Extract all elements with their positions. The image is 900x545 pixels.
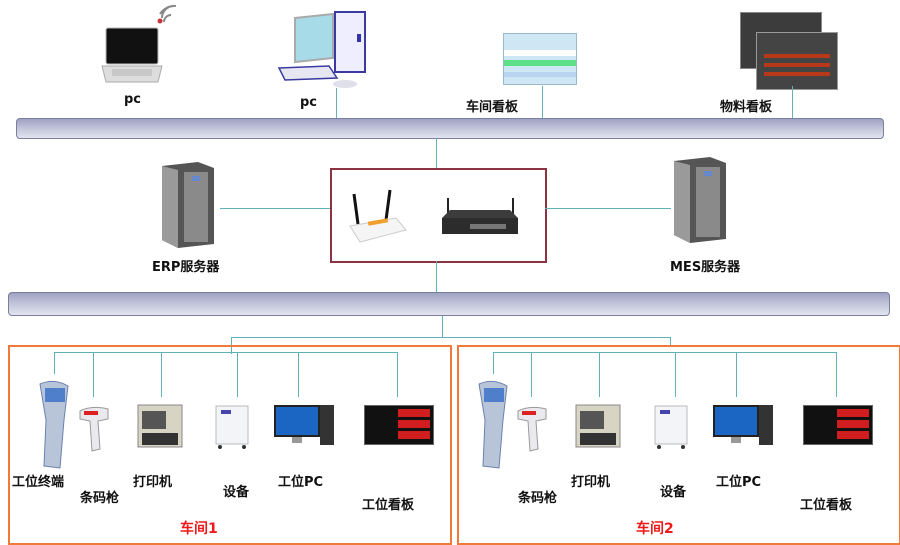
connector-line — [545, 208, 671, 209]
device-label-material-board: 物料看板 — [720, 100, 773, 115]
connector-line — [336, 88, 337, 118]
equipment-cabinet-icon — [215, 405, 249, 449]
connector-line — [736, 352, 737, 397]
connector-line — [670, 337, 671, 346]
connector-line — [298, 352, 299, 397]
network-hub-box — [330, 168, 547, 263]
connector-line — [436, 261, 437, 292]
wireless-router-icon — [349, 189, 407, 243]
server-tower-icon — [674, 157, 726, 243]
label-printer-icon — [137, 404, 183, 448]
desktop-pc-icon — [277, 11, 366, 88]
label-printer-icon — [575, 404, 621, 448]
workshop-board-icon — [503, 33, 577, 85]
connector-line — [792, 86, 793, 118]
workstation-pc-icon — [713, 405, 773, 445]
connector-line — [54, 352, 398, 353]
device-label-station-board: 工位看板 — [800, 498, 853, 513]
connector-line — [220, 208, 331, 209]
connector-line — [54, 352, 55, 374]
workshop-2-title: 车间2 — [636, 521, 674, 537]
device-label-station-board: 工位看板 — [362, 498, 415, 513]
workstation-pc-icon — [274, 405, 334, 445]
station-display-board-icon — [803, 405, 873, 445]
server-tower-icon — [162, 162, 214, 248]
workshop-1-title: 车间1 — [180, 521, 218, 537]
connector-line — [836, 352, 837, 397]
device-label-workshop-board: 车间看板 — [466, 100, 519, 115]
device-label-kiosk: 工位终端 — [12, 475, 65, 490]
material-board-icon — [740, 12, 840, 92]
kiosk-terminal-icon — [478, 380, 508, 469]
barcode-scanner-icon — [517, 406, 547, 452]
connector-line — [161, 352, 162, 397]
connector-line — [531, 352, 532, 397]
device-label-equipment: 设备 — [660, 485, 687, 500]
connector-line — [442, 316, 443, 337]
device-label-scanner: 条码枪 — [80, 491, 120, 506]
connector-line — [599, 352, 600, 397]
connector-line — [436, 138, 437, 168]
device-label-printer: 打印机 — [133, 475, 173, 490]
device-label-pc-desktop: pc — [300, 95, 318, 110]
top-network-bus — [16, 118, 884, 139]
connector-line — [542, 86, 543, 118]
device-label-scanner: 条码枪 — [518, 491, 558, 506]
device-label-workstation-pc: 工位PC — [278, 475, 324, 490]
server-label-mes: MES服务器 — [670, 260, 741, 275]
laptop-wifi-icon — [101, 4, 177, 83]
equipment-cabinet-icon — [654, 405, 688, 449]
device-label-printer: 打印机 — [571, 475, 611, 490]
connector-line — [493, 352, 837, 353]
network-router-icon — [442, 198, 518, 234]
server-label-erp: ERP服务器 — [152, 260, 220, 275]
connector-line — [397, 352, 398, 397]
device-label-workstation-pc: 工位PC — [716, 475, 762, 490]
bottom-network-bus — [8, 292, 890, 316]
station-display-board-icon — [364, 405, 434, 445]
connector-line — [237, 352, 238, 397]
device-label-pc-laptop: pc — [124, 92, 142, 107]
connector-line — [231, 337, 671, 338]
kiosk-terminal-icon — [39, 380, 69, 469]
barcode-scanner-icon — [79, 406, 109, 452]
device-label-equipment: 设备 — [223, 485, 250, 500]
connector-line — [493, 352, 494, 374]
connector-line — [675, 352, 676, 397]
connector-line — [93, 352, 94, 397]
